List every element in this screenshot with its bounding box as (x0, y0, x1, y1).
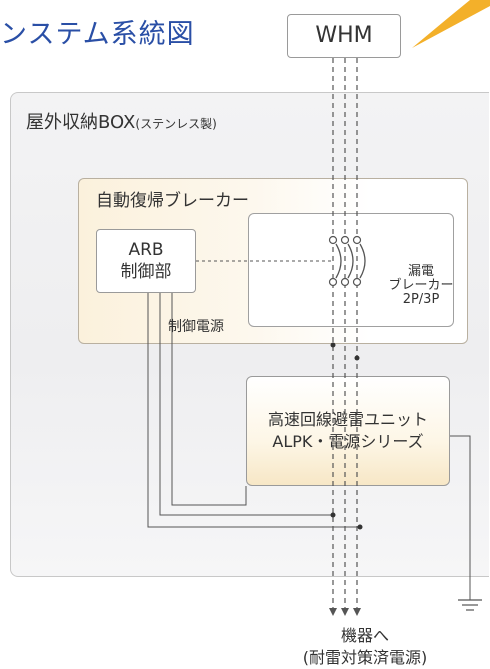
auto-reset-breaker-label: 自動復帰ブレーカー (96, 191, 249, 211)
output-label: 機器へ (耐雷対策済電源) (300, 625, 430, 669)
control-power-label: 制御電源 (168, 319, 224, 335)
arrester-label-line-2: ALPK・電源シリーズ (272, 432, 424, 451)
arrester-label-line-1: 高速回線避雷ユニット (267, 410, 428, 429)
diagram-title: ンステム系統図 (0, 19, 195, 50)
arb-control-line-2: 制御部 (120, 262, 172, 282)
surge-arrester-box: 高速回線避雷ユニット ALPK・電源シリーズ (246, 376, 450, 486)
breaker-label-line-3: 2P/3P (402, 292, 440, 307)
watt-hour-meter: WHM (287, 14, 401, 58)
arb-control-line-1: ARB (128, 240, 164, 260)
breaker-label-line-1: 漏電 (407, 264, 434, 279)
breaker-label-line-2: ブレーカー (388, 278, 454, 293)
outdoor-box-label-main: 屋外収納BOX (26, 112, 136, 133)
outdoor-box-label: 屋外収納BOX(ステンレス製) (26, 108, 217, 134)
arb-control-unit: ARB 制御部 (96, 229, 196, 293)
output-label-line-2: (耐雷対策済電源) (302, 648, 428, 667)
output-label-line-1: 機器へ (340, 626, 389, 645)
outdoor-box-label-sub: (ステンレス製) (135, 117, 217, 131)
lightning-bolt-icon (412, 0, 490, 48)
leakage-breaker-label: 漏電 ブレーカー 2P/3P (386, 265, 456, 307)
